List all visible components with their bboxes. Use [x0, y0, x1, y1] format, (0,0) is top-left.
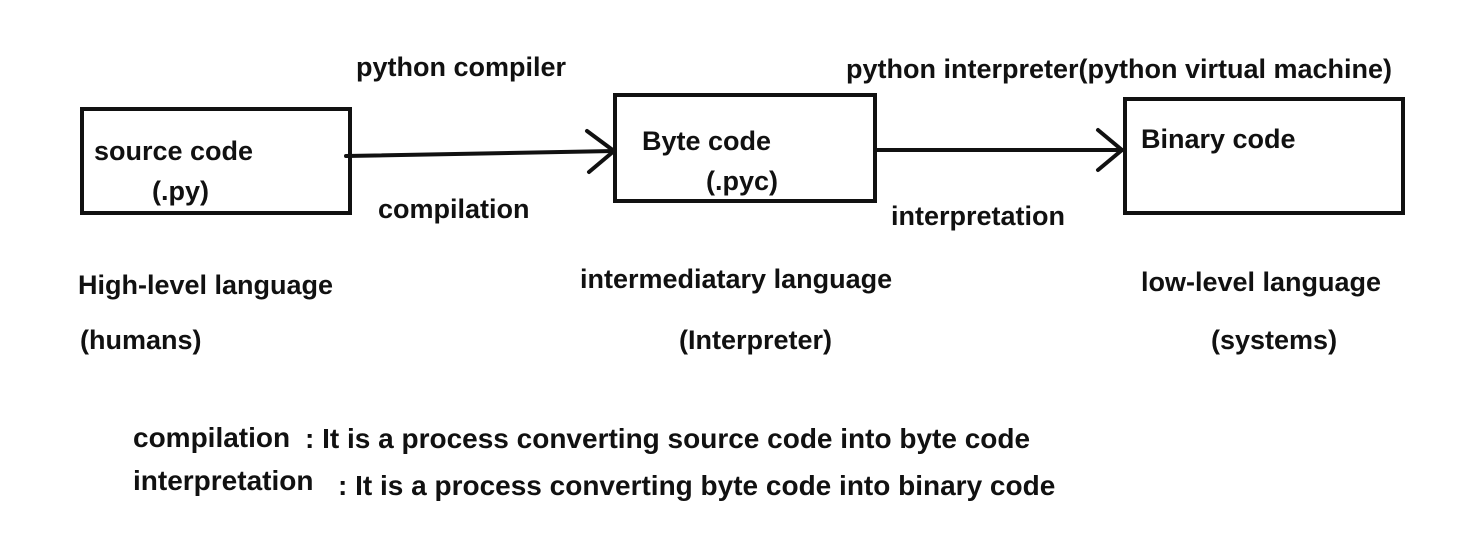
- interpreter-label: python interpreter(python virtual machin…: [846, 54, 1393, 84]
- interpret-arrowhead: [1096, 128, 1124, 172]
- compilation-label: compilation: [378, 194, 530, 224]
- byte-code-extension: (.pyc): [706, 166, 779, 196]
- interpreter-caption: (Interpreter): [679, 325, 833, 355]
- byte-code-label: Byte code: [642, 126, 772, 156]
- binary-code-label: Binary code: [1141, 124, 1296, 154]
- definition-term-interpretation: interpretation: [133, 465, 314, 496]
- compile-arrow-shaft: [344, 149, 616, 158]
- intermediary-caption: intermediatary language: [580, 264, 893, 294]
- source-code-label: source code: [94, 136, 254, 166]
- compile-arrowhead: [585, 129, 616, 174]
- binary-code-box: [1123, 97, 1405, 215]
- definition-text-interpretation: : It is a process converting byte code i…: [338, 470, 1056, 501]
- low-level-caption: low-level language: [1141, 267, 1382, 297]
- compiler-label: python compiler: [356, 52, 567, 82]
- definition-text-compilation: : It is a process converting source code…: [305, 423, 1031, 454]
- byte-code-box: [613, 93, 877, 203]
- source-code-box: [80, 107, 352, 215]
- interpretation-label: interpretation: [891, 201, 1066, 231]
- humans-caption: (humans): [80, 325, 202, 355]
- high-level-caption: High-level language: [78, 270, 334, 300]
- definition-term-compilation: compilation: [133, 422, 291, 453]
- source-code-extension: (.py): [152, 176, 209, 206]
- systems-caption: (systems): [1211, 325, 1338, 355]
